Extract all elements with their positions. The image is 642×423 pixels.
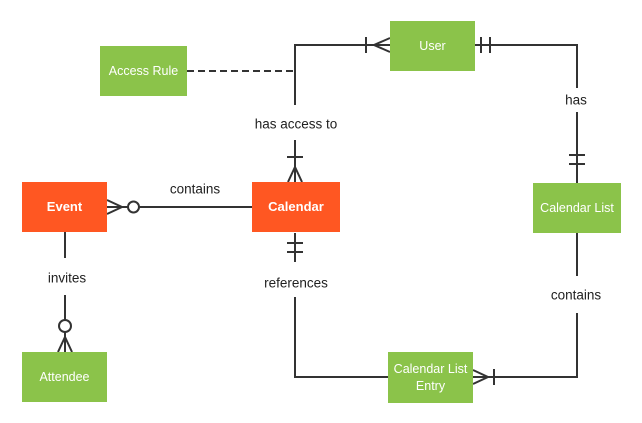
entity-label: Calendar (268, 199, 324, 215)
entity-label: Calendar List Entry (393, 361, 468, 393)
relationship-label-invites: invites (47, 270, 87, 286)
connector-user-calendar (287, 37, 391, 183)
connector-user-calendar-list (475, 37, 585, 183)
crow-foot-many-icon (106, 199, 125, 215)
connector-line (294, 44, 390, 105)
relationship-label-contains-entries: contains (550, 287, 602, 303)
entity-event: Event (22, 182, 107, 232)
crow-foot-many-icon (371, 37, 391, 53)
entity-label: Attendee (39, 369, 90, 384)
crow-foot-many-icon (472, 369, 491, 385)
cardinality-zero-circle-icon (127, 200, 140, 214)
entity-access-rule: Access Rule (100, 46, 187, 96)
entity-label: Access Rule (108, 63, 179, 78)
entity-attendee: Attendee (22, 352, 107, 402)
connector-line (475, 44, 578, 88)
connector-entry-references-calendar (287, 233, 388, 378)
crow-foot-many-icon (57, 334, 73, 353)
relationship-label-has-access-to: has access to (254, 116, 338, 132)
entity-label: User (419, 38, 446, 53)
connector-event-attendee (57, 232, 73, 353)
entity-label: Calendar List (540, 200, 614, 215)
entity-user: User (390, 21, 475, 71)
entity-calendar-list-entry: Calendar List Entry (388, 352, 473, 403)
crow-foot-many-icon (287, 164, 303, 183)
connector-line (473, 313, 578, 378)
connector-calendar-list-entry (472, 233, 578, 385)
cardinality-zero-circle-icon (58, 319, 72, 333)
entity-label: Event (46, 199, 83, 215)
entity-calendar: Calendar (252, 182, 340, 232)
connector-event-calendar (106, 199, 252, 215)
relationship-label-has: has (565, 92, 587, 108)
connector-line (294, 297, 388, 378)
relationship-label-references: references (264, 275, 328, 291)
relationship-label-contains-events: contains (169, 181, 221, 197)
entity-calendar-list: Calendar List (533, 183, 621, 233)
